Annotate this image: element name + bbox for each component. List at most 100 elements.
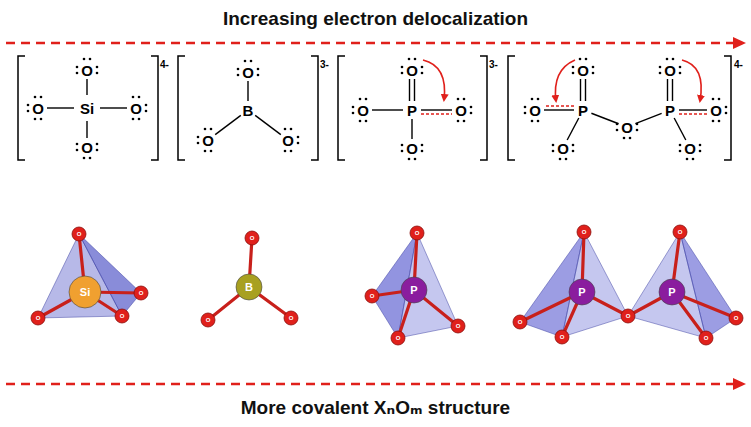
lone-pair-dot xyxy=(297,142,300,145)
lone-pair-dot xyxy=(421,72,424,75)
lone-pair-dot xyxy=(401,72,404,75)
lone-pair-dot xyxy=(96,66,99,69)
trend-arrow xyxy=(6,383,734,386)
atom-symbol: O xyxy=(621,120,633,135)
atom-symbol: O xyxy=(282,133,294,148)
ion-charge: 3- xyxy=(320,60,329,70)
atom-label: O xyxy=(678,229,683,235)
lone-pair-dot xyxy=(237,74,240,77)
lone-pair-dot xyxy=(284,128,287,131)
central-atom-ball xyxy=(659,279,685,305)
lone-pair-dot xyxy=(537,98,540,101)
single-bond xyxy=(47,107,74,108)
atom-symbol: O xyxy=(455,103,467,118)
lone-pair-dot xyxy=(34,118,37,121)
oxygen-ball xyxy=(410,226,424,240)
lone-pair-dot xyxy=(463,120,466,123)
atom-symbol: O xyxy=(81,140,93,155)
electron-arrows xyxy=(423,60,701,101)
lone-pair-dot xyxy=(408,58,411,61)
single-bond xyxy=(635,113,661,123)
partial-bond xyxy=(421,113,452,114)
lone-pair-dot xyxy=(27,110,30,113)
lone-pair-dot xyxy=(699,150,702,153)
oxygen-ball xyxy=(451,319,465,333)
lone-pair-dot xyxy=(414,158,417,161)
lone-pair-dot xyxy=(457,120,460,123)
atom-label: P xyxy=(410,285,417,296)
single-bond xyxy=(567,118,579,140)
single-bond xyxy=(86,121,87,138)
double-bond xyxy=(580,79,581,101)
polyhedron-face xyxy=(562,232,628,337)
lone-pair-dot xyxy=(210,128,213,131)
trend-arrow xyxy=(6,42,734,45)
lone-pair-dot xyxy=(76,143,79,146)
atom-symbol: O xyxy=(406,141,418,156)
lone-pair-dot xyxy=(89,157,92,160)
lone-pair-dot xyxy=(629,137,632,140)
double-bond xyxy=(414,79,415,101)
single-bond xyxy=(679,109,707,110)
lone-pair-dot xyxy=(531,98,534,101)
lone-pair-dot xyxy=(712,98,715,101)
single-bond xyxy=(86,79,87,95)
atom-symbol: O xyxy=(684,141,696,156)
lone-pair-dot xyxy=(204,150,207,153)
lone-pair-dot xyxy=(83,58,86,61)
atom-symbol: O xyxy=(202,133,214,148)
arrow-head xyxy=(733,378,746,390)
atom-symbol: O xyxy=(130,101,142,116)
single-bond xyxy=(674,118,686,140)
partial-bond xyxy=(679,113,707,114)
lone-pair-dot xyxy=(572,66,575,69)
single-bond xyxy=(421,109,452,110)
single-bond xyxy=(100,107,127,108)
lone-pair-dot xyxy=(636,129,639,132)
lone-pair-dot xyxy=(138,96,141,99)
lone-pair-dot xyxy=(414,58,417,61)
atom-label: O xyxy=(36,315,41,321)
lone-pair-dot xyxy=(623,137,626,140)
single-bond xyxy=(247,81,248,101)
lone-pair-dot xyxy=(718,98,721,101)
lone-pair-dot xyxy=(725,112,728,115)
atom-label: O xyxy=(120,313,125,319)
lone-pair-dot xyxy=(365,120,368,123)
lone-pair-dot xyxy=(725,106,728,109)
lone-pair-dot xyxy=(686,158,689,161)
lone-pair-dot xyxy=(666,58,669,61)
atom-symbol: O xyxy=(81,63,93,78)
lone-pair-dot xyxy=(359,120,362,123)
atom-label: B xyxy=(245,282,253,293)
lone-pair-dot xyxy=(96,143,99,146)
polyhedron-face xyxy=(680,232,736,338)
lone-pair-dot xyxy=(679,72,682,75)
oxygen-ball xyxy=(284,311,298,325)
lone-pair-dot xyxy=(365,98,368,101)
atom-symbol: O xyxy=(242,65,254,80)
atom-label: O xyxy=(582,229,587,235)
atom-label: O xyxy=(626,313,631,319)
atom-label: Si xyxy=(80,287,90,298)
lone-pair-dot xyxy=(34,96,37,99)
lone-pair-dot xyxy=(96,72,99,75)
partial-bond xyxy=(544,105,574,106)
lone-pair-dot xyxy=(470,112,473,115)
lone-pair-dot xyxy=(197,136,200,139)
arrow-head xyxy=(733,37,746,49)
lone-pair-dot xyxy=(718,120,721,123)
oxygen-ball xyxy=(115,309,129,323)
polyhedron-face xyxy=(398,233,458,338)
lone-pair-dot xyxy=(672,58,675,61)
lone-pair-dot xyxy=(537,120,540,123)
oxygen-ball xyxy=(391,331,405,345)
atom-symbol: O xyxy=(529,103,541,118)
atom-label: O xyxy=(734,315,739,321)
double-bond xyxy=(409,79,410,101)
atom-symbol: O xyxy=(406,63,418,78)
lone-pair-dot xyxy=(679,66,682,69)
lone-pair-dot xyxy=(89,58,92,61)
single-bond xyxy=(255,115,281,134)
